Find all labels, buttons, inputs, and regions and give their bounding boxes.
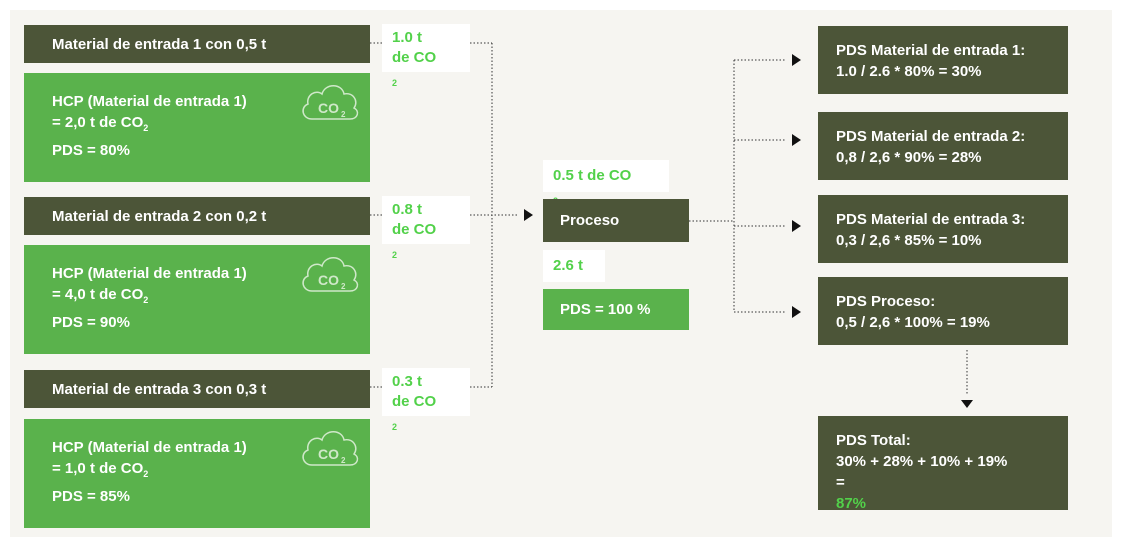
process-pds: PDS = 100 % [560,301,651,318]
arrow-total [961,400,973,408]
input-1-title-text: Material de entrada 1 con 0,5 t [52,35,267,53]
input-3-hcp-line2: = 1,0 t de CO2 [52,460,149,479]
svg-text:2: 2 [341,110,346,119]
total-sum: 30% + 28% + 10% + 19% [836,453,1008,470]
input-3-title-text: Material de entrada 3 con 0,3 t [52,380,267,398]
total-title: PDS Total: [836,432,911,449]
result-4-title: PDS Proceso: [836,293,936,310]
result-3-title: PDS Material de entrada 3: [836,211,1026,228]
svg-text:CO: CO [318,272,339,288]
arrow-result-2 [792,134,801,146]
result-box-1: PDS Material de entrada 1: 1.0 / 2.6 * 8… [818,26,1068,94]
process-emission-label: 0.5 t de CO2 [543,160,669,206]
process-mass-label: 2.6 t [543,250,605,282]
result-1-title: PDS Material de entrada 1: [836,42,1026,59]
arrow-result-1 [792,54,801,66]
input-2-title: Material de entrada 2 con 0,2 t [24,197,370,235]
process-label: Proceso [560,212,620,229]
co2-cloud-icon: CO 2 [302,257,359,292]
co2-cloud-icon: CO 2 [302,431,359,466]
co2-cloud-icon: CO 2 [302,85,359,120]
process-pds-box: PDS = 100 % [543,289,689,330]
svg-text:CO: CO [318,100,339,116]
input-2-title-text: Material de entrada 2 con 0,2 t [52,207,267,225]
arrow-result-4 [792,306,801,318]
svg-text:2: 2 [341,282,346,291]
result-3-formula: 0,3 / 2,6 * 85% = 10% [836,232,982,249]
input-1-pds: PDS = 80% [52,142,130,159]
svg-text:2: 2 [341,456,346,465]
arrow-result-3 [792,220,801,232]
total-box: PDS Total: 30% + 28% + 10% + 19% = 87% [818,416,1068,512]
input-2-hcp-line2: = 4,0 t de CO2 [52,286,149,305]
input-1-hcp-line2: = 2,0 t de CO2 [52,114,149,133]
arrow-process [524,209,533,221]
input-3-hcp-line1: HCP (Material de entrada 1) [52,439,247,456]
result-2-formula: 0,8 / 2,6 * 90% = 28% [836,149,982,166]
input-2-pds: PDS = 90% [52,314,130,331]
input-1-hcp-box: HCP (Material de entrada 1) = 2,0 t de C… [24,73,370,182]
process-box: Proceso [543,199,689,242]
result-box-4: PDS Proceso: 0,5 / 2,6 * 100% = 19% [818,277,1068,345]
input-1-title: Material de entrada 1 con 0,5 t [24,25,370,63]
input-1-hcp-line1: HCP (Material de entrada 1) [52,93,247,110]
result-2-title: PDS Material de entrada 2: [836,128,1026,145]
input-3-hcp-box: HCP (Material de entrada 1) = 1,0 t de C… [24,419,370,528]
input-2-hcp-line1: HCP (Material de entrada 1) [52,265,247,282]
result-box-3: PDS Material de entrada 3: 0,3 / 2,6 * 8… [818,195,1068,263]
input-3-title: Material de entrada 3 con 0,3 t [24,370,370,408]
connector-lines [370,42,973,408]
result-4-formula: 0,5 / 2,6 * 100% = 19% [836,314,990,331]
result-1-formula: 1.0 / 2.6 * 80% = 30% [836,63,982,80]
input-3-pds: PDS = 85% [52,488,130,505]
diagram-canvas: Material de entrada 1 con 0,5 t HCP (Mat… [10,10,1112,537]
total-result: = 87% [836,472,1050,514]
result-box-2: PDS Material de entrada 2: 0,8 / 2,6 * 9… [818,112,1068,180]
total-result-value: 87% [836,495,867,512]
svg-text:CO: CO [318,446,339,462]
input-2-hcp-box: HCP (Material de entrada 1) = 4,0 t de C… [24,245,370,354]
